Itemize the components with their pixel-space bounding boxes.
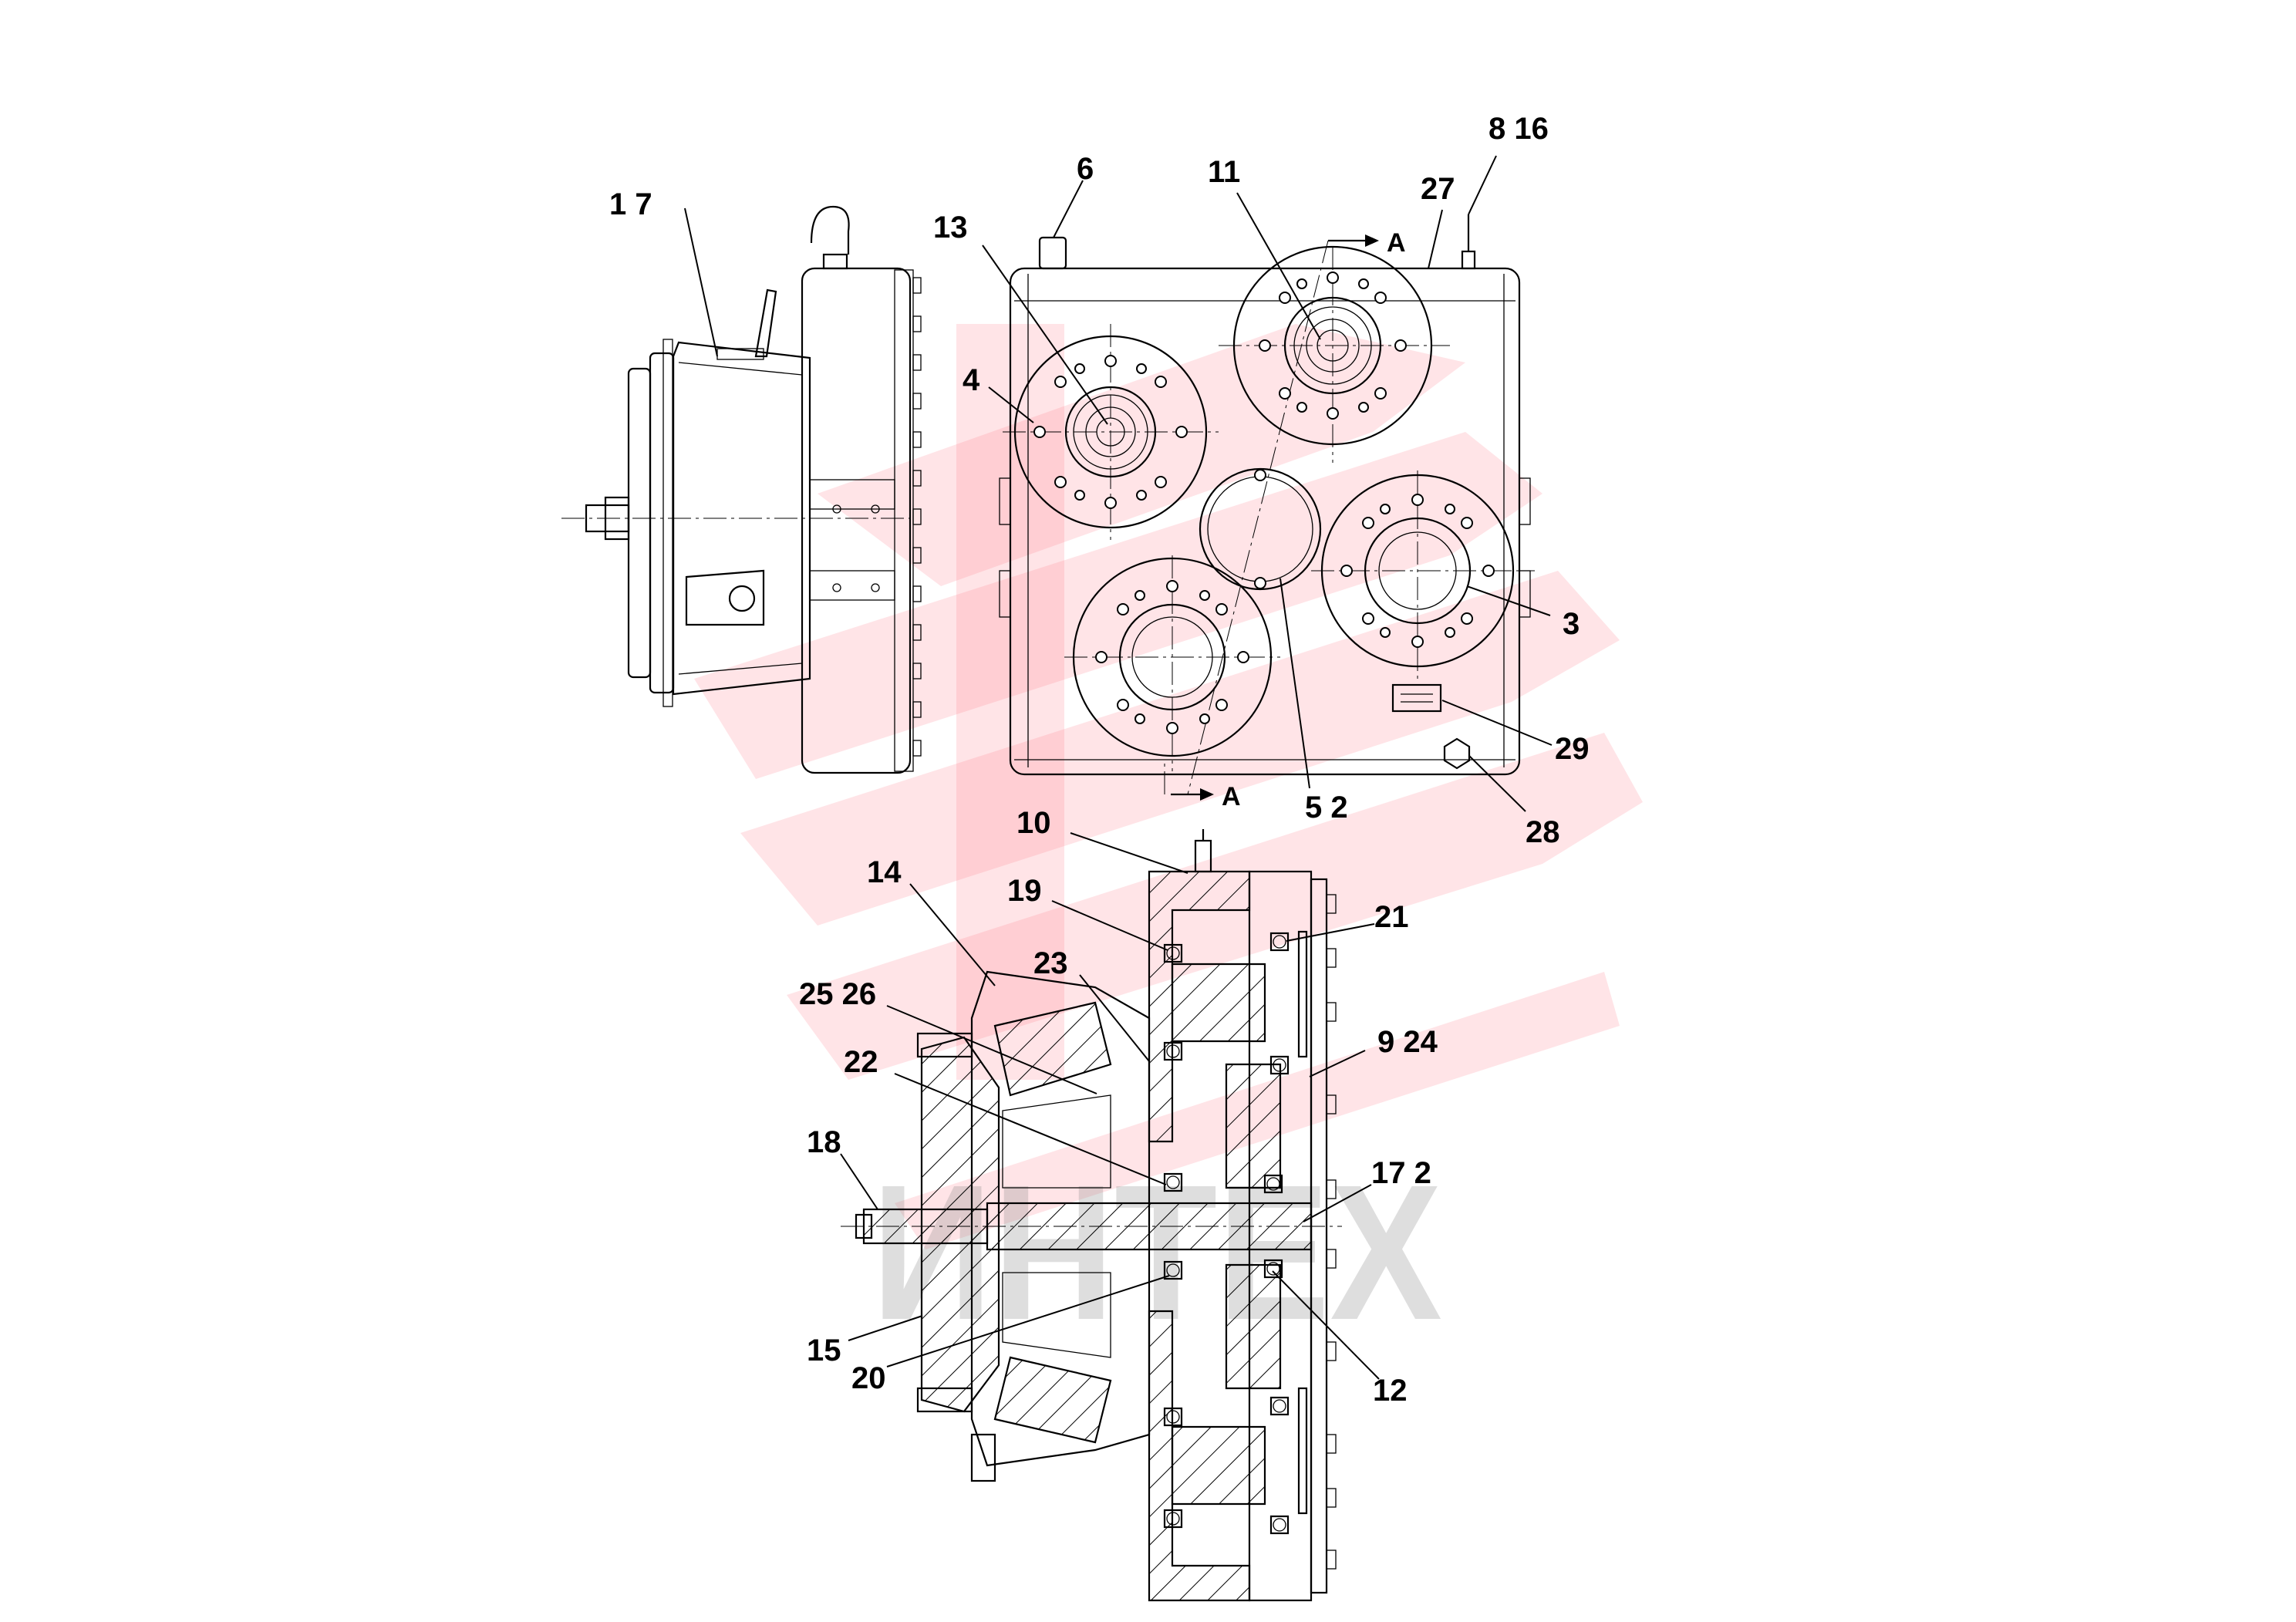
callout-28: 28 bbox=[1526, 815, 1560, 849]
section-mark-bottom: A bbox=[1222, 782, 1241, 811]
callout-17-2: 17 2 bbox=[1371, 1156, 1431, 1190]
output-flange-lower bbox=[1064, 555, 1280, 771]
callout-18: 18 bbox=[807, 1125, 841, 1159]
callout-11: 11 bbox=[1208, 155, 1240, 189]
callout-19: 19 bbox=[1007, 874, 1042, 908]
callout-13: 13 bbox=[933, 211, 968, 244]
callouts: 1 7 6 13 11 8 16 27 4 3 29 5 2 28 10 14 … bbox=[609, 112, 1590, 1408]
callout-21: 21 bbox=[1374, 900, 1409, 934]
section-view bbox=[841, 829, 1342, 1602]
side-view bbox=[561, 205, 922, 774]
callout-29: 29 bbox=[1555, 732, 1590, 766]
callout-20: 20 bbox=[851, 1361, 886, 1395]
callout-15: 15 bbox=[807, 1334, 841, 1367]
callout-9-24: 9 24 bbox=[1377, 1025, 1438, 1059]
output-flange-upper bbox=[1219, 245, 1450, 463]
front-view: A A bbox=[999, 214, 1535, 811]
leader-lines bbox=[684, 155, 1553, 1380]
callout-6: 6 bbox=[1077, 152, 1094, 186]
callout-10: 10 bbox=[1017, 806, 1051, 840]
callout-25-26: 25 26 bbox=[799, 977, 876, 1011]
callout-4: 4 bbox=[963, 363, 980, 397]
callout-3: 3 bbox=[1563, 607, 1580, 641]
callout-8-16: 8 16 bbox=[1489, 112, 1549, 146]
callout-22: 22 bbox=[844, 1045, 878, 1079]
section-mark-top: A bbox=[1387, 228, 1406, 258]
callout-1-7: 1 7 bbox=[609, 187, 652, 221]
callout-12: 12 bbox=[1373, 1374, 1408, 1408]
callout-23: 23 bbox=[1033, 946, 1068, 980]
output-flange-right bbox=[1311, 470, 1535, 679]
input-flange bbox=[1003, 324, 1219, 540]
cover-plate bbox=[1199, 467, 1322, 591]
callout-27: 27 bbox=[1421, 172, 1455, 206]
callout-14: 14 bbox=[867, 855, 902, 889]
callout-5-2: 5 2 bbox=[1305, 791, 1348, 824]
